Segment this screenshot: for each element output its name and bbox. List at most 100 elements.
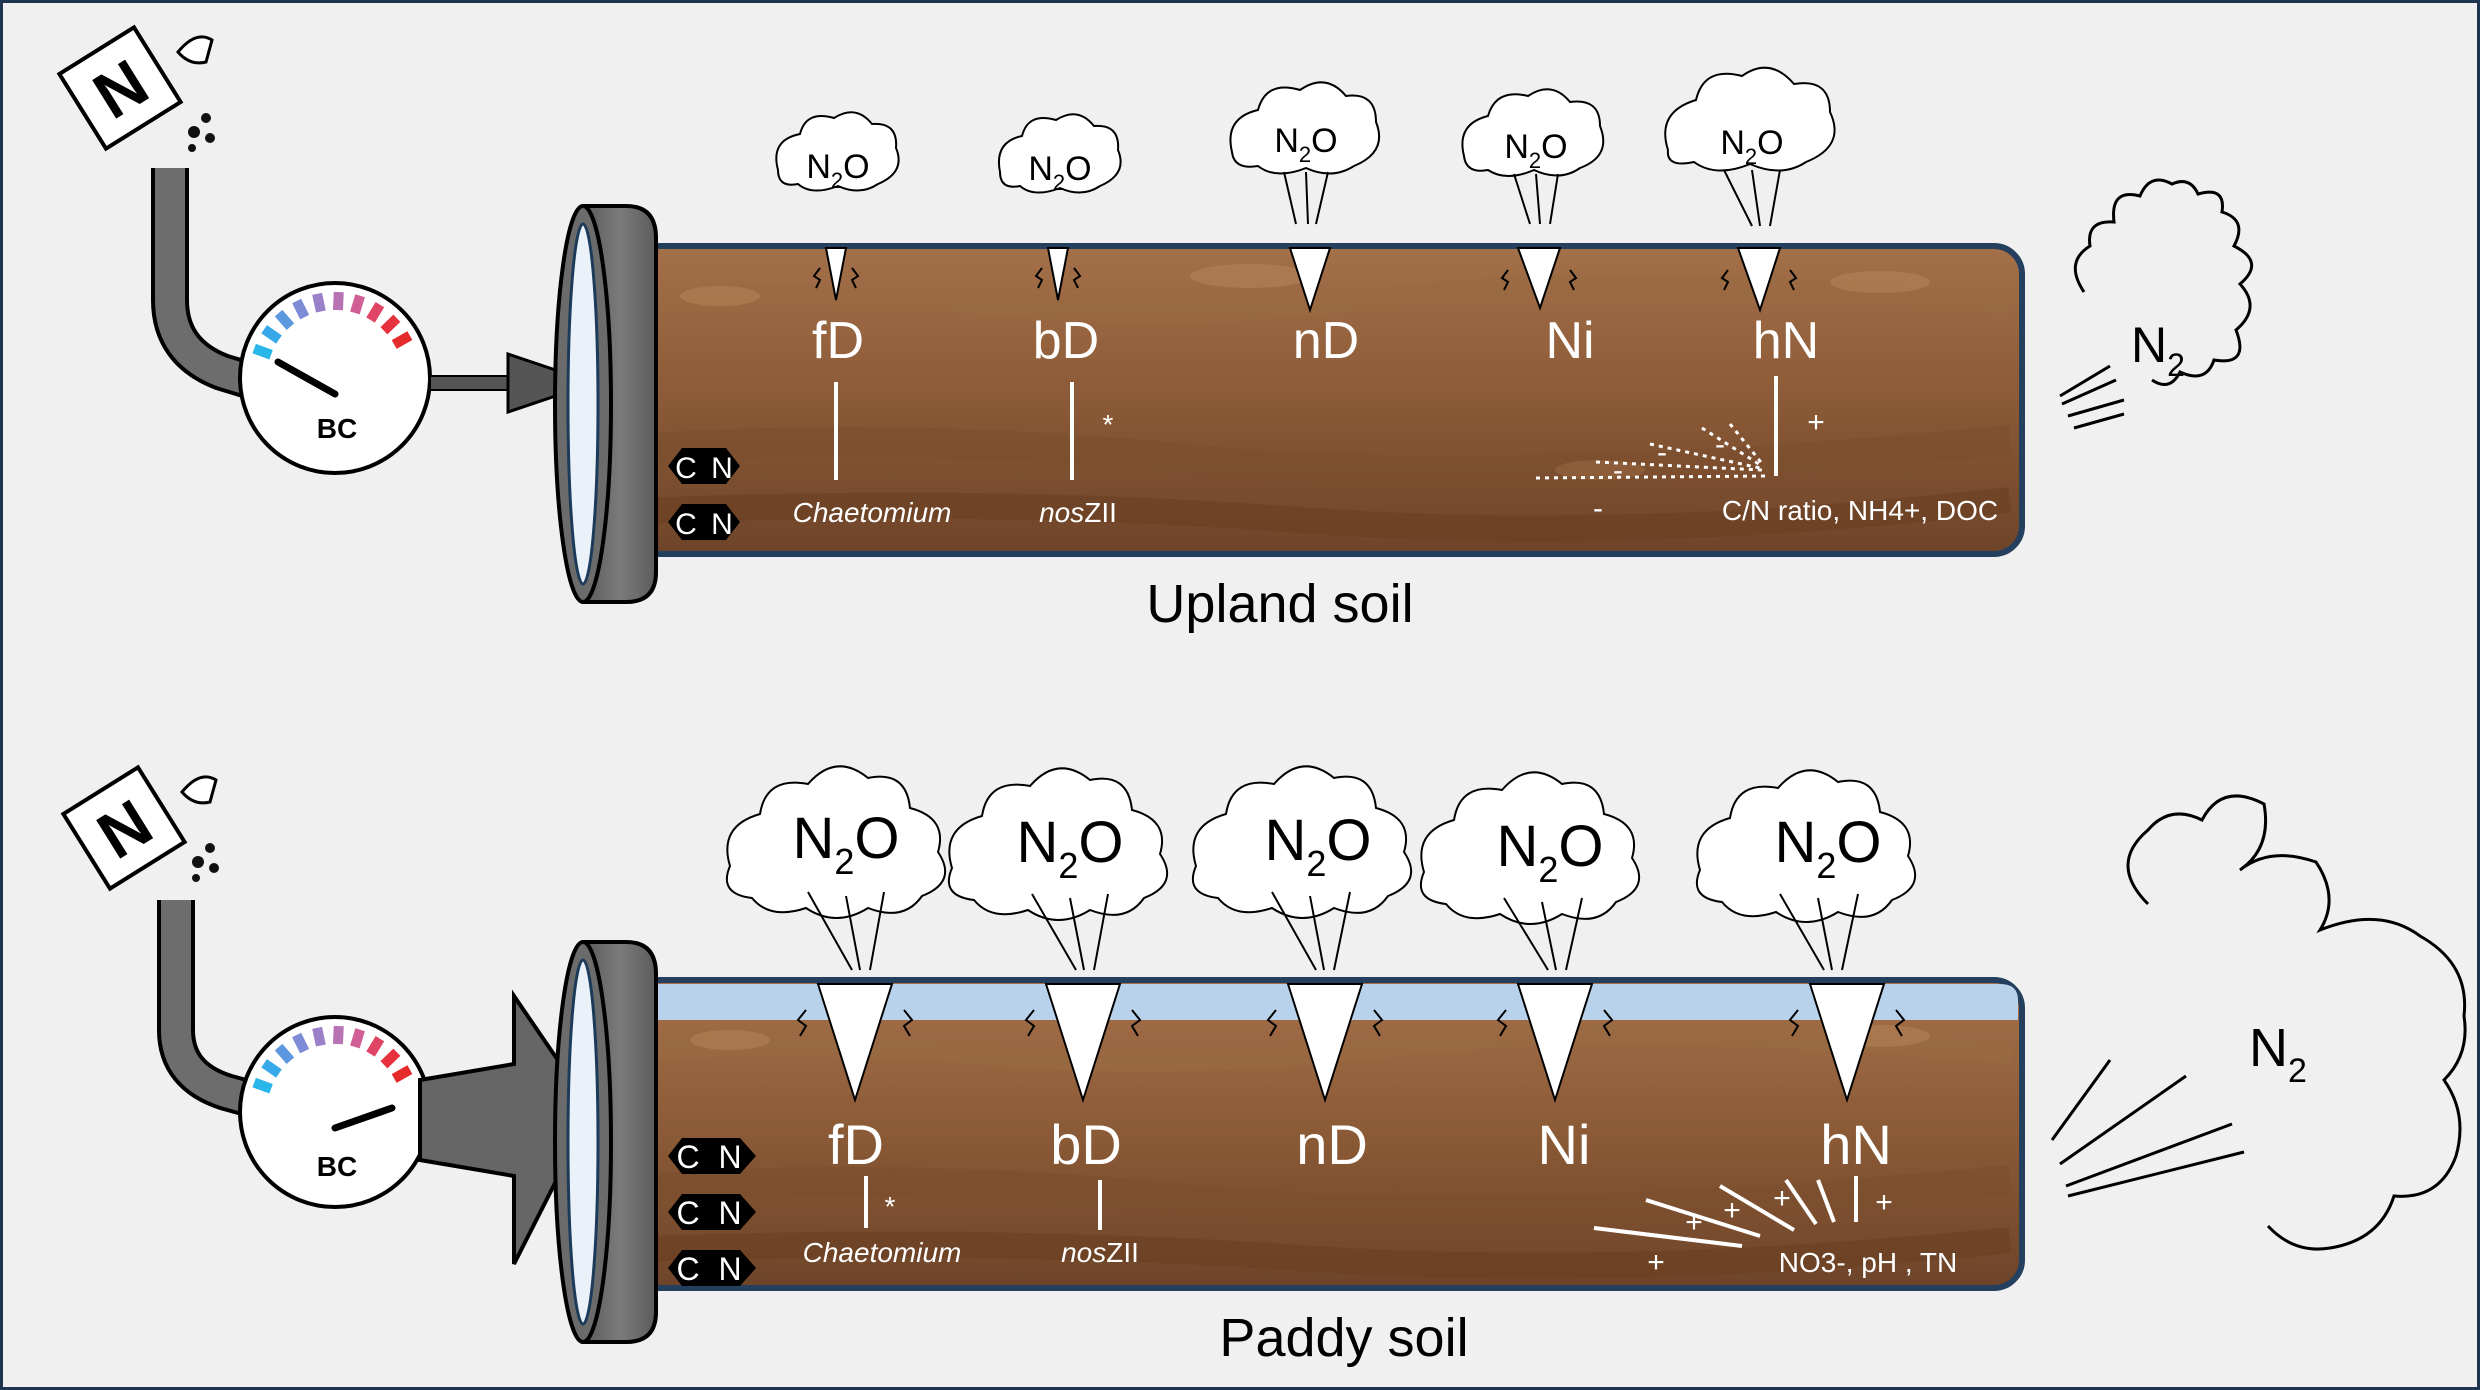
n2-label: N2 [2131, 317, 2185, 383]
n2o-label: N2O [792, 806, 899, 882]
n2o-label: N2O [1274, 122, 1337, 167]
driver-chaetomium: Chaetomium [803, 1237, 962, 1268]
cn-c-label: C [676, 1195, 699, 1231]
cn-symbols: C N C N C N [668, 1138, 756, 1287]
factor-sign: - [1715, 428, 1725, 461]
n2o-label: N2O [1028, 150, 1091, 195]
gauge-tick [292, 298, 310, 320]
cn-n-label: N [711, 452, 733, 485]
gauge-needle [274, 358, 339, 398]
input-arrow-small [429, 351, 599, 415]
driver-factors: NO3-, pH , TN [1779, 1247, 1957, 1278]
process-code: bD [1033, 312, 1099, 370]
significance-mark: + [1875, 1186, 1893, 1219]
driver-nos-zii: nosZII [1061, 1237, 1139, 1268]
n2o-label: N2O [1496, 814, 1603, 890]
process-code: fD [828, 1113, 884, 1176]
driver-chaetomium: Chaetomium [793, 497, 952, 528]
paddy-soil-column [609, 977, 2025, 1291]
process-code: hN [1753, 312, 1819, 370]
cn-c-label: C [675, 508, 697, 541]
paddy-processes: N2O fD * Chaetomium N2O bD nosZII [725, 765, 1957, 1279]
column-end-plate [553, 940, 658, 1344]
process-hn: N2O hN + + + + + NO3-, pH , TN [1593, 769, 1957, 1279]
gauge-tick [261, 325, 282, 344]
input-arrow-large [418, 989, 595, 1265]
gauge-tick [312, 1026, 326, 1047]
upland-processes: N2O fD Chaetomium N2O bD * nosZII [775, 66, 1998, 528]
significance-mark: + [1807, 406, 1825, 439]
gauge-tick [312, 292, 326, 313]
driver-factors: C/N ratio, NH4+, DOC [1722, 495, 1998, 526]
n2o-label: N2O [1016, 810, 1123, 886]
n2o-label: N2O [1264, 808, 1371, 884]
fertilizer-bag-icon: N [56, 24, 215, 152]
gauge-tick [366, 302, 385, 323]
process-hn: N2O hN + - - - - C/N ratio [1535, 66, 1998, 526]
panel-caption: Upland soil [1146, 574, 1413, 634]
n2-emission-cloud: N2 [2059, 178, 2253, 430]
cn-c-label: C [676, 1139, 699, 1175]
factor-sign: + [1647, 1246, 1665, 1279]
bc-gauge: BC [238, 1015, 432, 1209]
n2o-label: N2O [1720, 124, 1783, 169]
process-bd: N2O bD * nosZII [998, 113, 1122, 528]
gauge-tick [350, 1028, 365, 1049]
process-code: nD [1293, 312, 1359, 370]
significance-mark: * [1103, 409, 1114, 440]
process-code: nD [1296, 1113, 1368, 1176]
factor-sign: - [1593, 492, 1603, 525]
factor-sign: + [1685, 1206, 1703, 1239]
process-nd: N2O nD [1191, 765, 1413, 1176]
column-end-plate [553, 204, 658, 604]
process-code: Ni [1538, 1113, 1591, 1176]
factor-sign: + [1723, 1194, 1741, 1227]
gauge-tick [350, 294, 365, 315]
gauge-label: BC [317, 1151, 357, 1182]
factor-sign: + [1773, 1182, 1791, 1215]
bc-gauge: BC [238, 281, 432, 475]
cn-n-label: N [711, 508, 733, 541]
gauge-tick [391, 331, 413, 349]
gauge-tick [292, 1032, 310, 1054]
cn-symbols: C N C N [668, 448, 740, 541]
cn-n-label: N [718, 1251, 741, 1287]
process-code: Ni [1545, 312, 1594, 370]
factor-sign: - [1657, 436, 1667, 469]
cn-c-label: C [675, 452, 697, 485]
n2-emission-cloud: N2 [2050, 794, 2467, 1251]
gauge-needle [331, 1104, 396, 1132]
gauge-tick [332, 291, 344, 311]
gauge-label: BC [317, 413, 357, 444]
fertilizer-bag-icon: N [60, 764, 219, 892]
upland-panel: N BC [56, 24, 2253, 634]
cn-n-label: N [718, 1139, 741, 1175]
process-ni: N2O Ni [1461, 88, 1605, 370]
gauge-tick [252, 1077, 273, 1094]
cn-c-label: C [676, 1251, 699, 1287]
gauge-tick [366, 1036, 385, 1057]
cn-n-label: N [718, 1195, 741, 1231]
n2-label: N2 [2249, 1018, 2307, 1090]
process-nd: N2O nD [1229, 81, 1381, 370]
factor-sign: - [1613, 454, 1623, 487]
process-bd: N2O bD nosZII [947, 767, 1169, 1268]
gauge-tick [391, 1065, 413, 1083]
gauge-tick [380, 314, 401, 335]
gauge-tick [274, 1043, 295, 1064]
gauge-tick [261, 1059, 282, 1078]
gauge-tick [274, 309, 295, 330]
n2o-label: N2O [1504, 128, 1567, 173]
gauge-tick [380, 1048, 401, 1069]
process-code: bD [1050, 1113, 1122, 1176]
process-fd: N2O fD Chaetomium [775, 111, 952, 528]
n2o-label: N2O [1774, 810, 1881, 886]
process-code: hN [1820, 1113, 1892, 1176]
paddy-panel: N BC [60, 764, 2467, 1368]
process-ni: N2O Ni [1419, 771, 1641, 1176]
panel-caption: Paddy soil [1219, 1308, 1468, 1368]
gauge-tick [252, 343, 273, 360]
significance-mark: * [885, 1191, 896, 1222]
driver-nos-zii: nosZII [1039, 497, 1117, 528]
